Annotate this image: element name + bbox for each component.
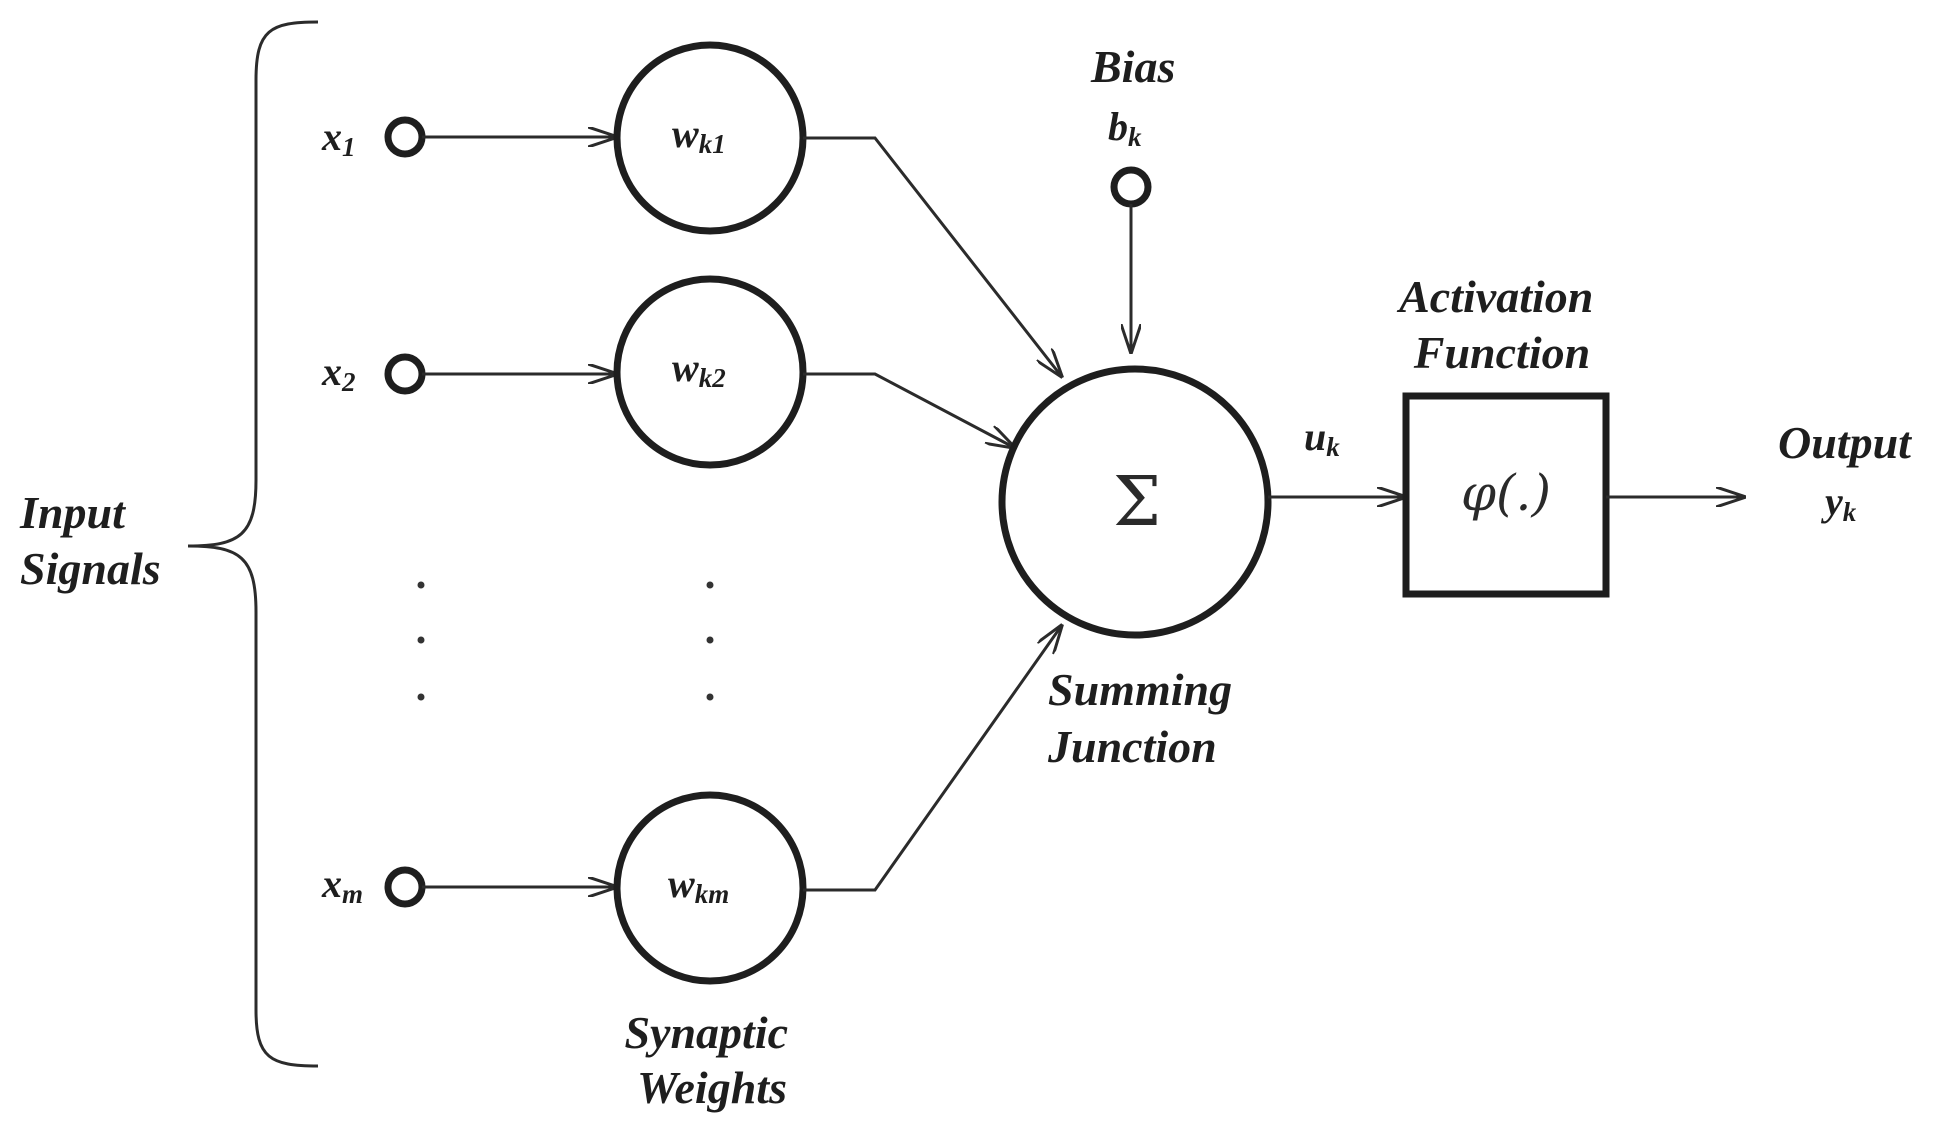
summing-junction-line1: Summing [1048,664,1232,715]
input-xm: xm [321,861,617,909]
activation-line1: Activation [1396,271,1593,322]
input-x1-terminal [384,116,426,158]
bias: Bias bk [1090,41,1175,353]
weight-wk2-node [613,275,807,469]
input-x1: x1 [321,114,617,162]
summation-symbol: Σ [1113,463,1161,542]
uk-label: uk [1304,414,1340,462]
output-title: Output [1778,417,1912,468]
summing-junction: Σ [998,365,1272,639]
weights-ellipsis [706,581,714,701]
weight-wk1-label: wk1 [672,111,726,159]
weight-wkm-connection [803,625,1062,892]
input-signals-label: Input Signals [19,487,161,594]
activation-function: Activation Function φ(.) [1396,271,1610,598]
bias-title: Bias [1090,41,1175,92]
weight-wk2-label: wk2 [672,345,726,393]
weight-wkm-label: wkm [668,861,729,909]
weight-wk2-connection [803,372,1015,448]
input-signals-line2: Signals [20,543,161,594]
input-x2-label: x2 [321,349,356,397]
activation-function-label: Activation Function [1396,271,1605,378]
input-x2: x2 [321,349,617,397]
weight-wkm-node [613,791,807,985]
synaptic-weights-label: Synaptic Weights [624,1007,799,1113]
input-x1-label: x1 [321,114,356,162]
synaptic-weights-line1: Synaptic [624,1007,788,1058]
output-var-label: yk [1821,479,1857,527]
weight-wk2: wk2 [613,275,1015,469]
weight-wk1: wk1 [613,41,1062,377]
input-signals-brace [187,20,319,1068]
weight-wk1-connection [803,136,1062,377]
summing-junction-node [998,365,1272,639]
bias-terminal [1110,166,1152,208]
activation-function-box [1402,392,1610,598]
input-x2-terminal [384,353,426,395]
activation-phi-symbol: φ(.) [1461,464,1551,522]
input-xm-terminal [384,866,426,908]
synaptic-weights-line2: Weights [637,1062,787,1113]
input-xm-label: xm [321,861,363,909]
activation-line2: Function [1413,327,1590,378]
summing-junction-label: Summing Junction [1047,664,1244,772]
summing-junction-line2: Junction [1047,721,1217,772]
inputs-ellipsis [417,581,425,701]
input-signals-line1: Input [19,487,126,538]
weight-wkm: wkm [613,625,1062,985]
bias-var-label: bk [1108,104,1142,152]
